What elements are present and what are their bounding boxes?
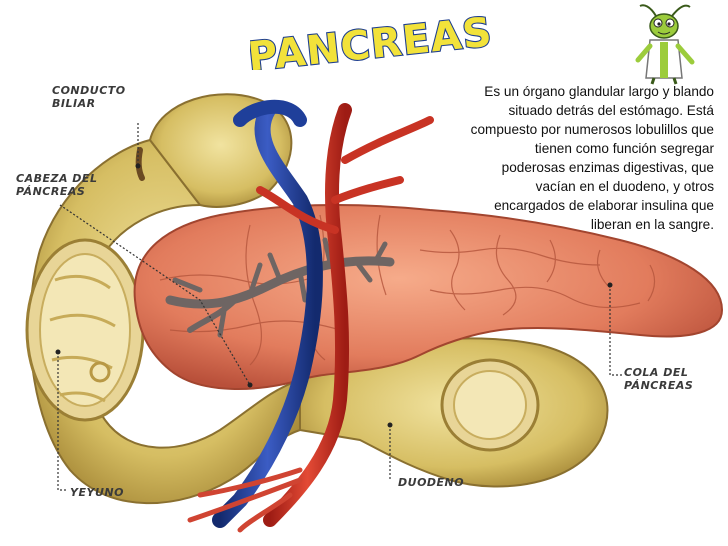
leader-lines [57,123,622,491]
description-line: vacían en el duodeno, y otros [535,179,714,194]
superior-mesenteric-artery [263,103,352,527]
pancreas-description: Es un órgano glandular largo y blando si… [414,82,714,234]
description-line: situado detrás del estómago. Está [508,103,714,118]
label-pancreas-tail: COLA DEL PÁNCREAS [624,366,693,392]
page-title: PANCREAS [245,8,496,82]
title-text: PANCREAS [250,14,490,70]
pancreas-lobules [159,214,656,366]
description-line: compuesto por numerosos lobulillos que [470,122,714,137]
description-line: Es un órgano glandular largo y blando [484,84,714,99]
label-line: BILIAR [52,97,96,110]
pancreatic-duct [165,237,395,338]
label-pancreas-head: CABEZA DEL PÁNCREAS [16,172,97,198]
label-jejunum: YEYUNO [70,486,124,499]
label-line: PÁNCREAS [624,379,694,392]
label-line: CABEZA DEL [16,172,98,185]
description-line: tienen como función segregar [534,141,714,156]
label-duodenum: DUODENO [398,476,465,489]
label-line: CONDUCTO [52,84,126,97]
description-line: encargados de elaborar insulina que [494,198,714,213]
label-bile-duct: CONDUCTO BILIAR [52,84,126,110]
label-line: COLA DEL [624,366,689,379]
description-line: liberan en la sangre. [590,217,714,232]
description-line: poderosas enzimas digestivas, que [501,160,714,175]
grasshopper-doctor-icon [635,4,695,85]
portal-vein [212,102,323,528]
label-line: PÁNCREAS [16,185,86,198]
